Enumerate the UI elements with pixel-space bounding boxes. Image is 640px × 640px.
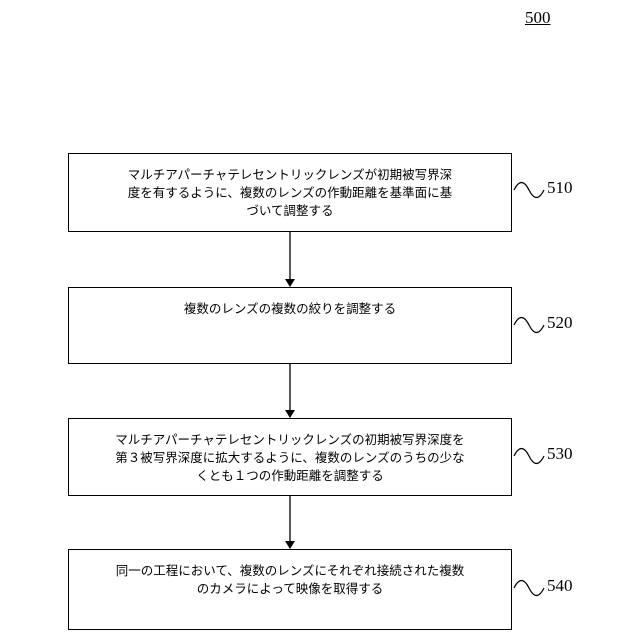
leader-510	[514, 183, 544, 198]
leader-520	[514, 318, 544, 333]
leader-530	[514, 449, 544, 464]
leader-540	[514, 581, 544, 596]
